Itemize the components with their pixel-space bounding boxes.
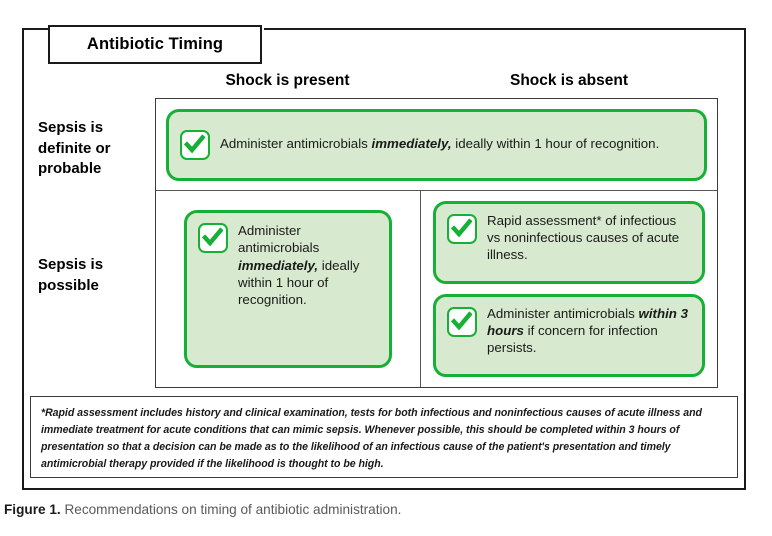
recommendation-text: Administer antimicrobials immediately, i…: [220, 136, 660, 152]
matrix-row-sepsis-definite: Administer antimicrobials immediately, i…: [156, 99, 717, 191]
row-label-sepsis-definite-or-probable: Sepsis is definite or probable: [38, 119, 111, 178]
column-header-row: Shock is present Shock is absent: [155, 72, 718, 98]
recommendation-card-possible-shock-present: Administer antimicrobials immediately, i…: [184, 210, 392, 368]
figure-caption: Figure 1. Recommendations on timing of a…: [4, 502, 768, 517]
matrix-cell-possible-shock-absent: Rapid assessment* of infectious vs nonin…: [421, 191, 717, 387]
recommendation-card-within-3-hours: Administer antimicrobials within 3 hours…: [433, 294, 705, 377]
column-header-shock-present: Shock is present: [225, 72, 350, 89]
check-icon: [447, 307, 477, 337]
recommendation-card-rapid-assessment: Rapid assessment* of infectious vs nonin…: [433, 201, 705, 284]
figure-title-box: Antibiotic Timing: [48, 25, 262, 64]
matrix-cell-possible-shock-present: Administer antimicrobials immediately, i…: [156, 191, 421, 387]
check-icon: [447, 214, 477, 244]
check-icon: [198, 223, 228, 253]
recommendation-text: Administer antimicrobials within 3 hours…: [487, 306, 688, 355]
column-header-shock-absent: Shock is absent: [509, 72, 628, 89]
recommendation-text: Rapid assessment* of infectious vs nonin…: [487, 213, 680, 262]
footnote-text: *Rapid assessment includes history and c…: [41, 407, 702, 471]
recommendation-matrix: Administer antimicrobials immediately, i…: [155, 98, 718, 388]
recommendation-text: Administer antimicrobials immediately, i…: [238, 223, 360, 308]
footnote-box: *Rapid assessment includes history and c…: [30, 396, 738, 478]
check-icon: [180, 130, 210, 160]
figure-caption-text: Recommendations on timing of antibiotic …: [64, 502, 402, 517]
figure-title-label: Antibiotic Timing: [86, 35, 224, 53]
recommendation-card-definite-all: Administer antimicrobials immediately, i…: [166, 108, 707, 181]
row-label-sepsis-possible: Sepsis is possible: [38, 256, 104, 294]
figure-caption-label: Figure 1.: [4, 502, 61, 517]
matrix-row-sepsis-possible: Administer antimicrobials immediately, i…: [156, 191, 717, 387]
